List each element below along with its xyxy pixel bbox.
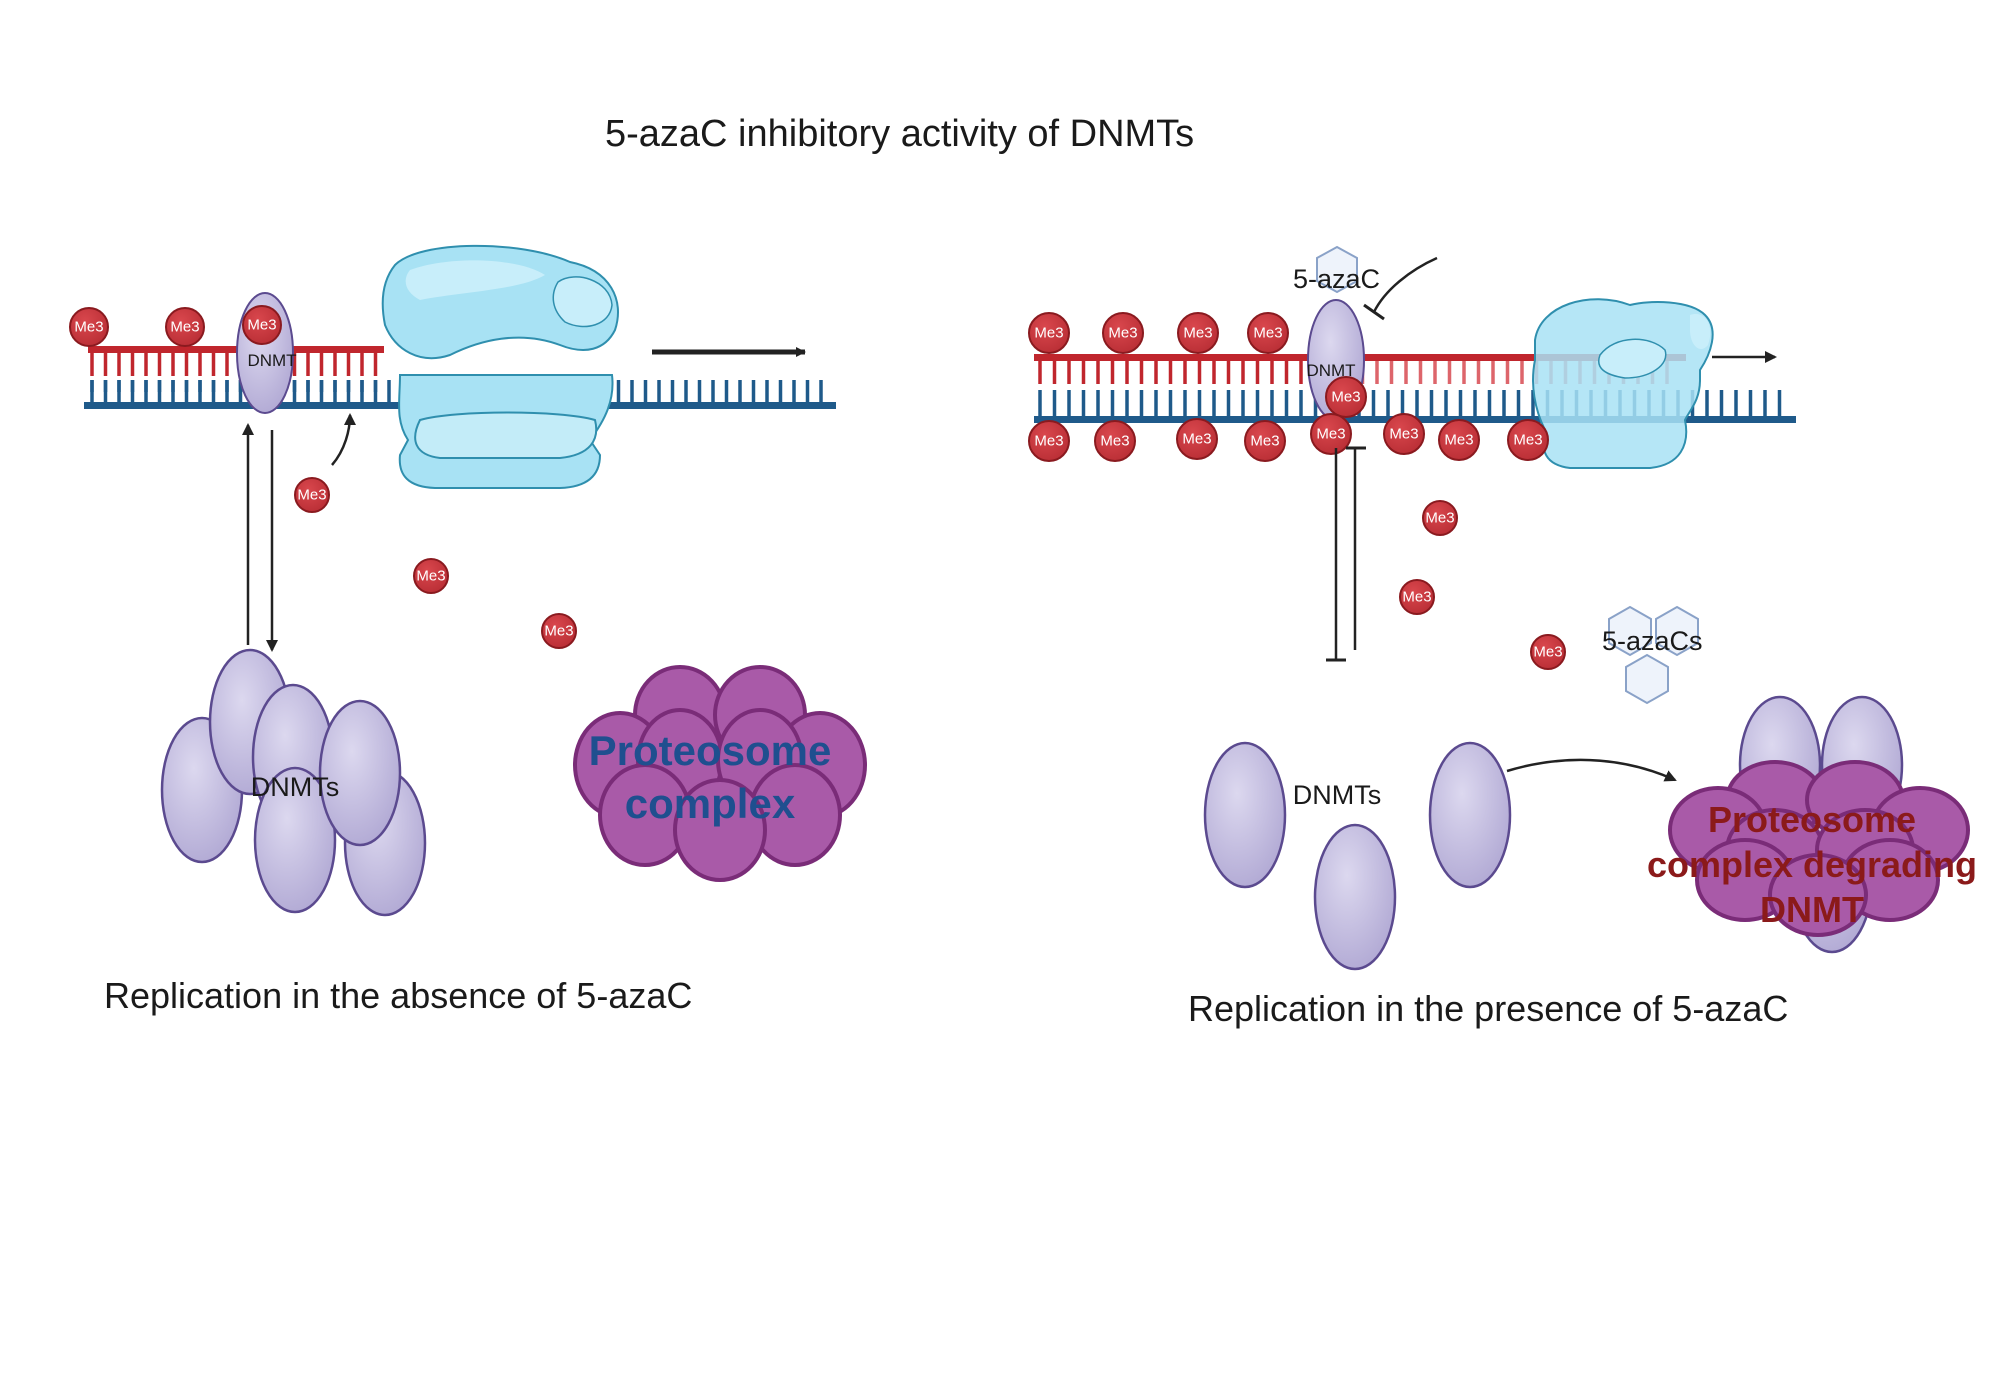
right-methyl-label: Me3 <box>1331 389 1360 406</box>
left-methyl-label-5: Me3 <box>416 568 445 585</box>
right-proteasome-line3: DNMT <box>1760 889 1864 930</box>
right-methyl-group: Me3 <box>1383 413 1425 455</box>
azac-inhibition-bar <box>1363 303 1385 321</box>
right-upper-methyl-row: Me3 Me3 Me3 Me3 Me3 <box>1028 312 1367 418</box>
right-polymerase <box>1532 298 1714 469</box>
left-methyl-label-6: Me3 <box>544 623 573 640</box>
right-proteasome-line1: Proteosome <box>1708 799 1916 840</box>
left-methyl-curve-arrow <box>331 413 356 466</box>
right-methyl-group: Me3 <box>1244 420 1286 462</box>
right-proteasome: Proteosome complex degrading DNMT <box>1647 695 1977 954</box>
right-methyl-label: Me3 <box>1513 432 1542 449</box>
right-dnmt-label: DNMT <box>1306 361 1355 380</box>
right-methyl-group: Me3 <box>1028 420 1070 462</box>
right-panel: DNMT 5-azaC Me3 Me3 Me3 Me3 Me3 Me3 Me3 … <box>1028 245 1977 1029</box>
left-methyl-label-3: Me3 <box>247 317 276 334</box>
right-methyl-group: Me3 <box>1507 419 1549 461</box>
right-lower-methyl-row: Me3 Me3 Me3 Me3 Me3 Me3 Me3 Me3 <box>1028 413 1549 462</box>
left-caption: Replication in the absence of 5-azaC <box>104 975 692 1016</box>
right-methyl-group: Me3 <box>1310 413 1352 455</box>
right-free-methyl-label: Me3 <box>1533 644 1562 661</box>
azacs-label: 5-azaCs <box>1602 626 1703 656</box>
right-methyl-label: Me3 <box>1100 433 1129 450</box>
right-caption: Replication in the presence of 5-azaC <box>1188 988 1788 1029</box>
right-free-methyl: Me3 <box>1422 500 1458 536</box>
left-proteasome: Proteosome complex <box>573 665 867 882</box>
right-methyl-label: Me3 <box>1034 433 1063 450</box>
right-free-methyl-label: Me3 <box>1425 510 1454 527</box>
right-methyl-label: Me3 <box>1034 325 1063 342</box>
right-degradation-arrow <box>1506 758 1677 782</box>
left-methyl-group: Me3 <box>242 305 282 345</box>
right-dnmts-label: DNMTs <box>1293 780 1382 810</box>
right-methyl-label: Me3 <box>1183 325 1212 342</box>
right-free-methyl: Me3 <box>1530 634 1566 670</box>
right-methyl-group: Me3 <box>1094 420 1136 462</box>
azacs-hexagons <box>1608 605 1699 705</box>
left-methyl-group: Me3 <box>69 307 109 347</box>
left-free-methyl: Me3 <box>413 558 449 594</box>
left-red-strand <box>88 346 384 376</box>
left-red-ticks <box>90 353 378 376</box>
right-methyl-label: Me3 <box>1316 426 1345 443</box>
right-methyl-label: Me3 <box>1108 325 1137 342</box>
left-proteasome-line2: complex <box>625 780 796 827</box>
azac-label: 5-azaC <box>1293 264 1380 294</box>
left-panel: DNMT Me3 Me3 Me3 Me3 Me3 Me3 <box>69 244 867 1016</box>
right-methyl-group: Me3 <box>1247 312 1289 354</box>
right-methyl-group: Me3 <box>1438 419 1480 461</box>
right-methyl-group: Me3 <box>1176 418 1218 460</box>
right-dnmt-group: DNMTs <box>1203 741 1512 971</box>
azac-inhibition-curve <box>1372 256 1438 313</box>
left-methyl-label-2: Me3 <box>170 319 199 336</box>
left-dnmt-cluster: DNMTs <box>160 648 427 917</box>
left-methyl-group: Me3 <box>165 307 205 347</box>
left-free-methyl: Me3 <box>294 477 330 513</box>
left-polymerase <box>381 244 619 489</box>
right-methyl-label: Me3 <box>1182 431 1211 448</box>
diagram-title: 5-azaC inhibitory activity of DNMTs <box>605 113 1194 155</box>
left-methyl-label-4: Me3 <box>297 487 326 504</box>
left-dnmts-label: DNMTs <box>251 772 340 802</box>
azac-hexagon <box>1316 245 1358 294</box>
left-dnmt-label: DNMT <box>247 351 296 370</box>
left-proteasome-line1: Proteosome <box>589 727 832 774</box>
right-methyl-label: Me3 <box>1253 325 1282 342</box>
right-methyl-label: Me3 <box>1444 432 1473 449</box>
right-methyl-group: Me3 <box>1325 376 1367 418</box>
right-methyl-label: Me3 <box>1389 426 1418 443</box>
left-free-methyl: Me3 <box>541 613 577 649</box>
left-methyl-label-1: Me3 <box>74 319 103 336</box>
right-methyl-label: Me3 <box>1250 433 1279 450</box>
right-free-methyl-label: Me3 <box>1402 589 1431 606</box>
right-methyl-group: Me3 <box>1102 312 1144 354</box>
right-methyl-group: Me3 <box>1177 312 1219 354</box>
right-methyl-group: Me3 <box>1028 312 1070 354</box>
right-free-methyl: Me3 <box>1399 579 1435 615</box>
right-proteasome-line2: complex degrading <box>1647 844 1977 885</box>
